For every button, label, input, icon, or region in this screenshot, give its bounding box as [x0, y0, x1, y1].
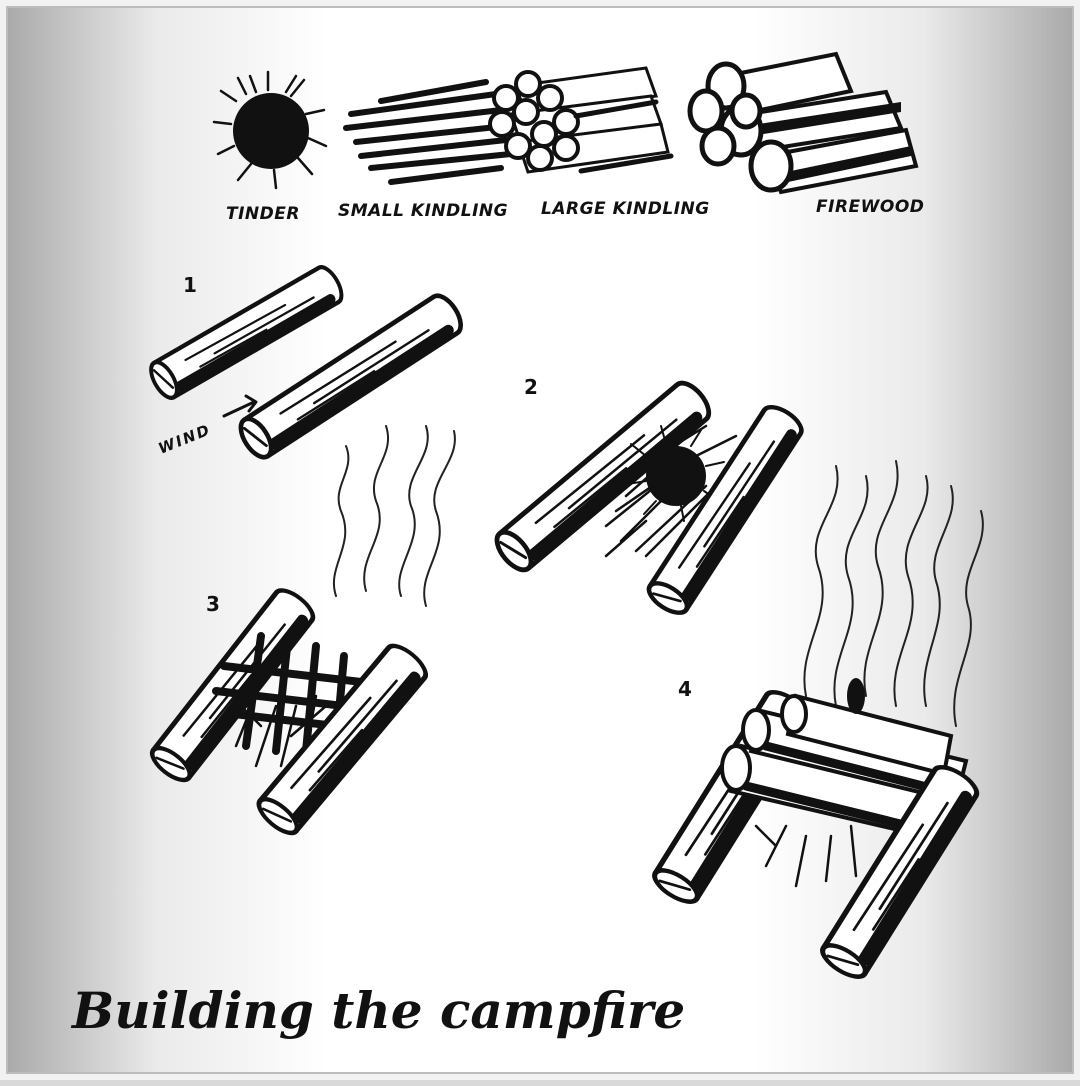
tinder-bundle-icon [212, 70, 328, 190]
step-2-number: 2 [524, 375, 538, 399]
small-kindling-bundle-icon [343, 79, 514, 185]
tinder-label: TINDER [226, 204, 300, 224]
wind-label: WIND [156, 420, 214, 457]
firewood-label: FIREWOOD [816, 197, 924, 217]
caption-title: Building the campfire [70, 981, 685, 1040]
campfire-diagram: TINDER SMALL KINDLING LARGE KINDLING FIR… [70, 51, 1080, 1040]
firewood-pile-icon [687, 51, 919, 195]
wind-arrow-icon [222, 394, 258, 418]
step-3-layout [147, 425, 456, 839]
large-kindling-label: LARGE KINDLING [541, 199, 710, 219]
step-4-number: 4 [678, 677, 692, 701]
step-4-layout [650, 460, 983, 983]
tinder-bundle-icon [646, 446, 706, 506]
step-1-number: 1 [183, 273, 197, 297]
step-3-number: 3 [206, 592, 220, 616]
small-kindling-label: SMALL KINDLING [338, 201, 508, 221]
large-kindling-bundle-icon [488, 66, 674, 174]
step-2-layout [491, 377, 807, 618]
